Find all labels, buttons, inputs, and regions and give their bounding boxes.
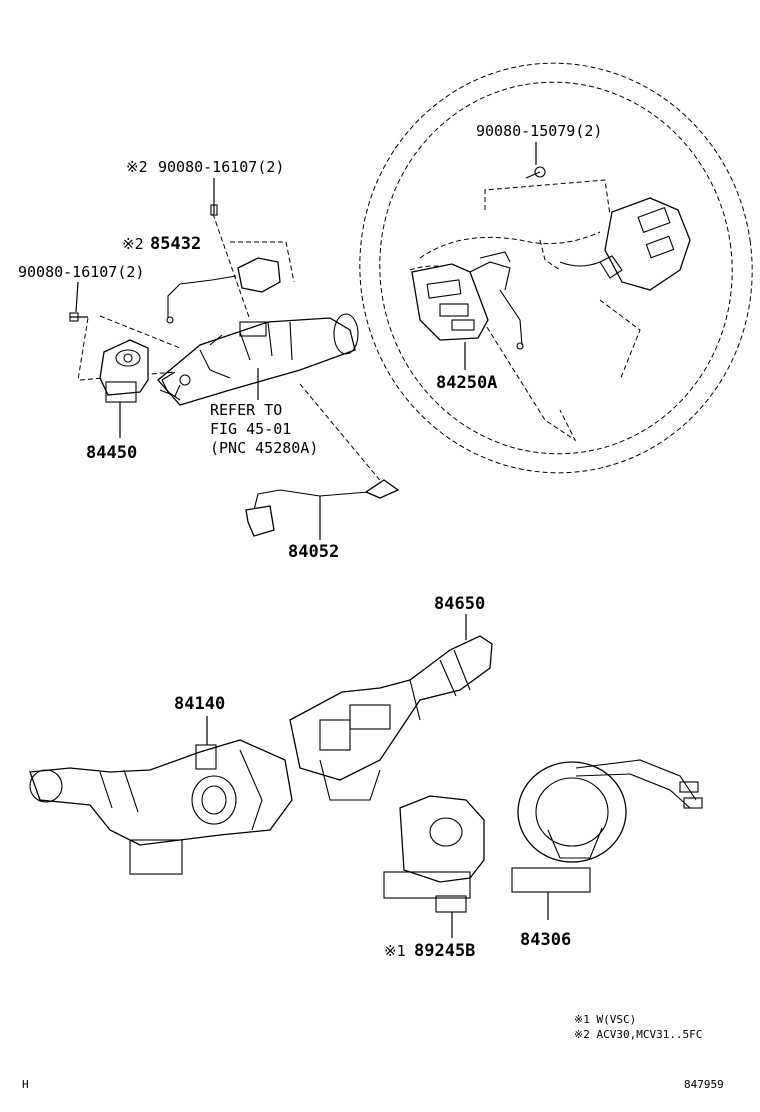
label-85432: 85432 <box>150 234 201 254</box>
label-84250a: 84250A <box>436 373 497 393</box>
steering-switch-right <box>559 197 691 291</box>
wire-85432 <box>166 257 281 324</box>
spiral-cable-84306 <box>511 759 703 920</box>
refer-line-2: FIG 45-01 <box>210 420 291 438</box>
dash-lines-upper <box>77 213 389 491</box>
label-84140: 84140 <box>174 694 225 714</box>
mark2-85432: ※2 <box>122 235 144 253</box>
wiper-switch-84650 <box>289 614 493 801</box>
label-bolt-left: 90080-16107(2) <box>18 263 144 281</box>
footer-left: H <box>22 1078 29 1091</box>
column-assembly <box>157 313 359 406</box>
footer-right: 847959 <box>684 1078 724 1091</box>
note-2: ※2 ACV30,MCV31..5FC <box>574 1028 702 1041</box>
steering-wheel <box>359 62 753 474</box>
sensor-89245b <box>383 795 485 938</box>
screw-left <box>69 281 88 322</box>
wire-84052 <box>245 479 400 540</box>
screw-top-mid <box>210 178 218 216</box>
label-84052: 84052 <box>288 542 339 562</box>
label-84306: 84306 <box>520 930 571 950</box>
refer-line-3: (PNC 45280A) <box>210 439 318 457</box>
steering-switch-left <box>411 251 524 350</box>
sensor-84450 <box>99 339 149 438</box>
label-89245b: 89245B <box>414 941 475 961</box>
mark1-89245b: ※1 <box>384 942 406 960</box>
refer-line-1: REFER TO <box>210 401 282 419</box>
label-bolt-top-mid: 90080-16107(2) <box>158 158 284 176</box>
label-84450: 84450 <box>86 443 137 463</box>
label-84650: 84650 <box>434 594 485 614</box>
label-bolt-top-right: 90080-15079(2) <box>476 122 602 140</box>
headlamp-switch-84140 <box>29 716 293 875</box>
screw-top-right <box>525 142 546 179</box>
mark2-top-mid: ※2 <box>126 158 148 176</box>
note-1: ※1 W(VSC) <box>574 1013 636 1026</box>
